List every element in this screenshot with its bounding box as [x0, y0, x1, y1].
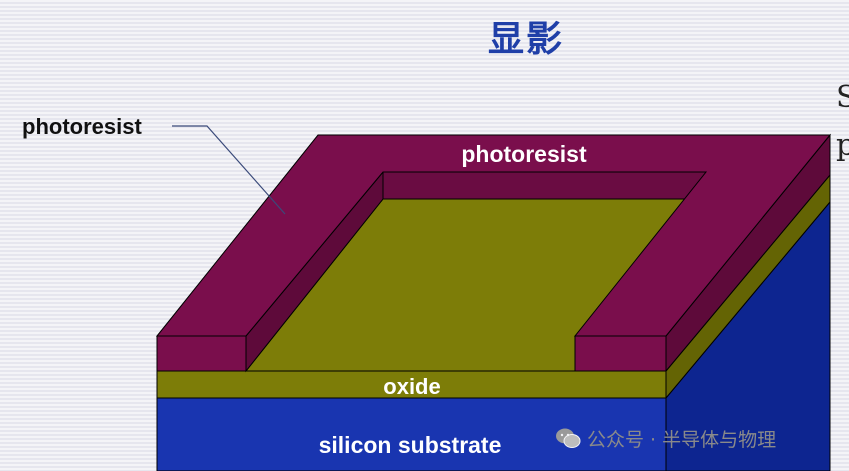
- photoresist-left-post-front: [156, 335, 247, 372]
- slide-title: 显影: [488, 18, 565, 60]
- wechat-icon: [556, 428, 581, 448]
- oxide-front-face: [156, 370, 667, 399]
- substrate-label: silicon substrate: [319, 432, 502, 458]
- oxide-label: oxide: [383, 374, 440, 399]
- photoresist-back-bar-front: [382, 171, 707, 200]
- photoresist-callout-label: photoresist: [22, 114, 142, 139]
- substrate-front-face: [156, 397, 667, 471]
- edge-fragment-2: p: [836, 128, 849, 163]
- photoresist-top-label: photoresist: [461, 141, 587, 167]
- watermark: 公众号 · 半导体与物理: [555, 426, 777, 451]
- watermark-text: 公众号 · 半导体与物理: [587, 428, 777, 451]
- photoresist-right-post-front: [574, 335, 667, 372]
- edge-fragment-1: S: [836, 80, 849, 115]
- photoresist-callout-line: [172, 125, 286, 215]
